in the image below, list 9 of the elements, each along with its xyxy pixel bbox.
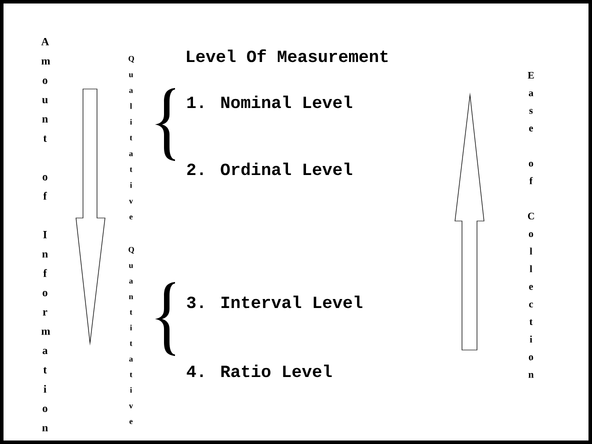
vertical-label: Ease of Collection bbox=[528, 72, 534, 378]
list-item: 4. Ratio Level bbox=[186, 364, 332, 378]
vertical-label: Quantitative bbox=[128, 247, 134, 424]
vertical-label: Amount of Information bbox=[41, 38, 50, 432]
list-item: 1. Nominal Level bbox=[187, 96, 352, 108]
vertical-label: Qualitative bbox=[128, 56, 134, 220]
list-item: 2. Ordinal Level bbox=[187, 162, 352, 176]
title: Level Of Measurement bbox=[186, 49, 388, 62]
list-item: 3. Interval Level bbox=[186, 296, 362, 308]
